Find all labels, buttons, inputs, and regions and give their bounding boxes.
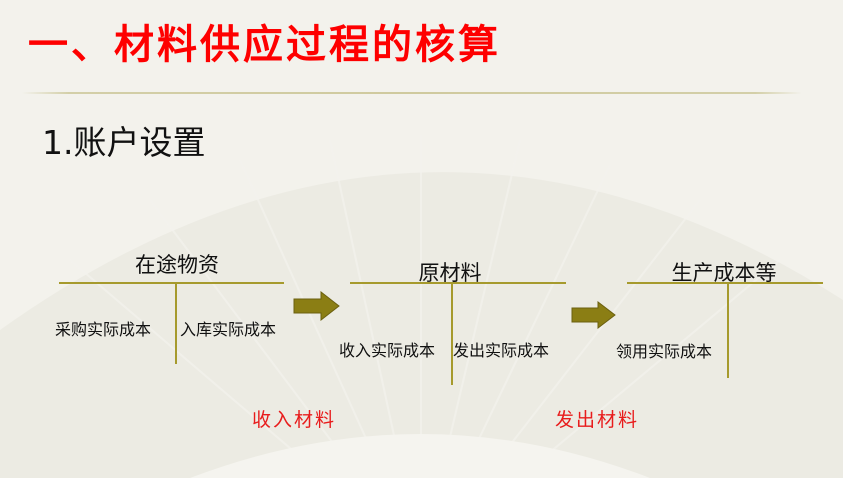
t-account-top-line [350, 282, 566, 284]
credit-entry: 发出实际成本 [453, 341, 550, 360]
receive-materials-label: 收入材料 [252, 409, 337, 431]
account-name: 生产成本等 [671, 261, 777, 285]
t-account-top-line [59, 282, 284, 284]
account-name: 原材料 [418, 261, 482, 285]
t-account-top-line [627, 282, 823, 284]
debit-entry: 领用实际成本 [616, 342, 713, 361]
debit-entry: 采购实际成本 [55, 320, 152, 339]
t-account-divider-line [451, 282, 453, 385]
right-arrow-icon [293, 291, 340, 321]
section-subtitle: 1.账户设置 [42, 123, 206, 162]
slide-title: 一、材料供应过程的核算 [28, 22, 501, 68]
t-account-divider-line [175, 282, 177, 364]
credit-entry: 入库实际成本 [180, 320, 277, 339]
issue-materials-label: 发出材料 [555, 409, 640, 431]
account-name: 在途物资 [135, 253, 219, 277]
t-account-divider-line [727, 282, 729, 378]
debit-entry: 收入实际成本 [339, 341, 436, 360]
title-divider [22, 92, 802, 94]
right-arrow-icon [571, 301, 616, 329]
